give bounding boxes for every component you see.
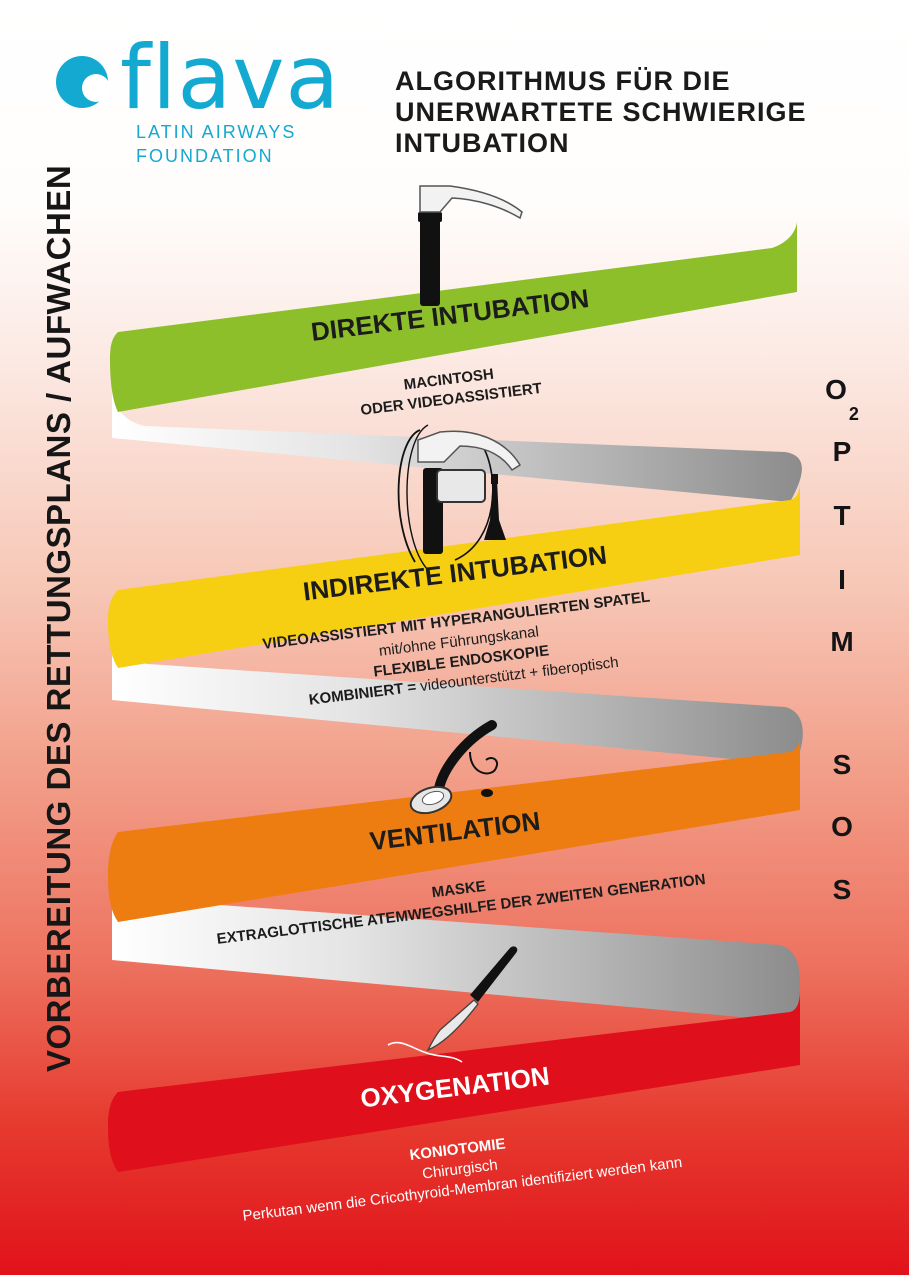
connector-band-2 [112,640,803,765]
laryngeal-mask-icon [409,720,498,815]
band-green [110,222,797,412]
title-line-3: INTUBATION [395,128,570,158]
sos-letter-s2: S [832,874,852,905]
videolaryngoscope-fiberscope-icon [397,424,522,571]
logo-line-1: LATIN AIRWAYS [136,122,297,142]
flava-logo-mark [56,56,110,108]
logo-wordmark: flava [120,26,341,129]
macintosh-laryngoscope-icon [418,185,523,306]
optim-letter-m: M [830,626,854,657]
optim-letter-t: T [833,500,851,531]
page-title: ALGORITHMUS FÜR DIE UNERWARTETE SCHWIERI… [395,66,875,159]
optim-letter-p: P [832,436,852,467]
band-red [108,990,800,1172]
optim-letter-i: I [838,564,846,595]
vertical-label: VORBEREITUNG DES RETTUNGSPLANS / AUFWACH… [40,164,77,1072]
title-line-2: UNERWARTETE SCHWIERIGE [395,97,807,127]
band-orange [108,735,800,922]
connector-band-3 [112,876,800,1022]
band-yellow [108,480,800,668]
o2-letter: O2 [825,374,859,424]
logo-line-2: FOUNDATION [136,146,274,166]
scalpel-icon [387,946,518,1063]
title-line-1: ALGORITHMUS FÜR DIE [395,66,731,96]
sos-letter-s1: S [832,749,852,780]
sos-letter-o: O [831,811,853,842]
